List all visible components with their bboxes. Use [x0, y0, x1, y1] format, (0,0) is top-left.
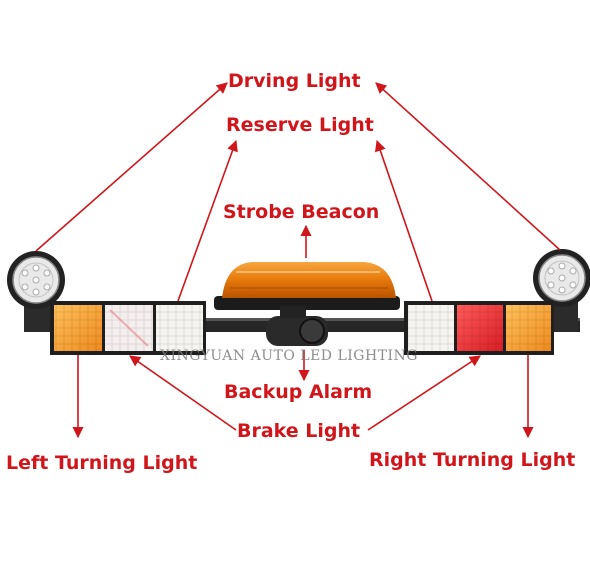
label-right-turning-light: Right Turning Light: [369, 449, 576, 471]
backup-alarm: [266, 306, 328, 346]
right-lamp-cluster: [404, 301, 554, 355]
label-backup-alarm: Backup Alarm: [224, 381, 373, 403]
arrow-brake-left: [129, 355, 237, 431]
label-brake-light: Brake Light: [237, 420, 361, 442]
left-driving-light: [7, 251, 65, 309]
strobe-beacon: [214, 262, 400, 310]
arrow-brake-right: [367, 355, 481, 431]
arrow-reserve-right: [374, 139, 433, 302]
label-strobe-beacon: Strobe Beacon: [223, 201, 380, 223]
callout-arrows: [35, 82, 561, 439]
left-lamp-cluster: [50, 301, 206, 355]
arrow-driving-right: [375, 82, 561, 251]
watermark: XINGYUAN AUTO LED LIGHTING: [160, 348, 418, 364]
label-left-turning-light: Left Turning Light: [6, 452, 198, 474]
label-driving-light: Drving Light: [228, 70, 361, 92]
right-driving-light: [533, 249, 590, 307]
label-reserve-light: Reserve Light: [226, 114, 374, 136]
arrow-driving-left: [35, 82, 228, 252]
arrow-reserve-left: [177, 139, 238, 302]
